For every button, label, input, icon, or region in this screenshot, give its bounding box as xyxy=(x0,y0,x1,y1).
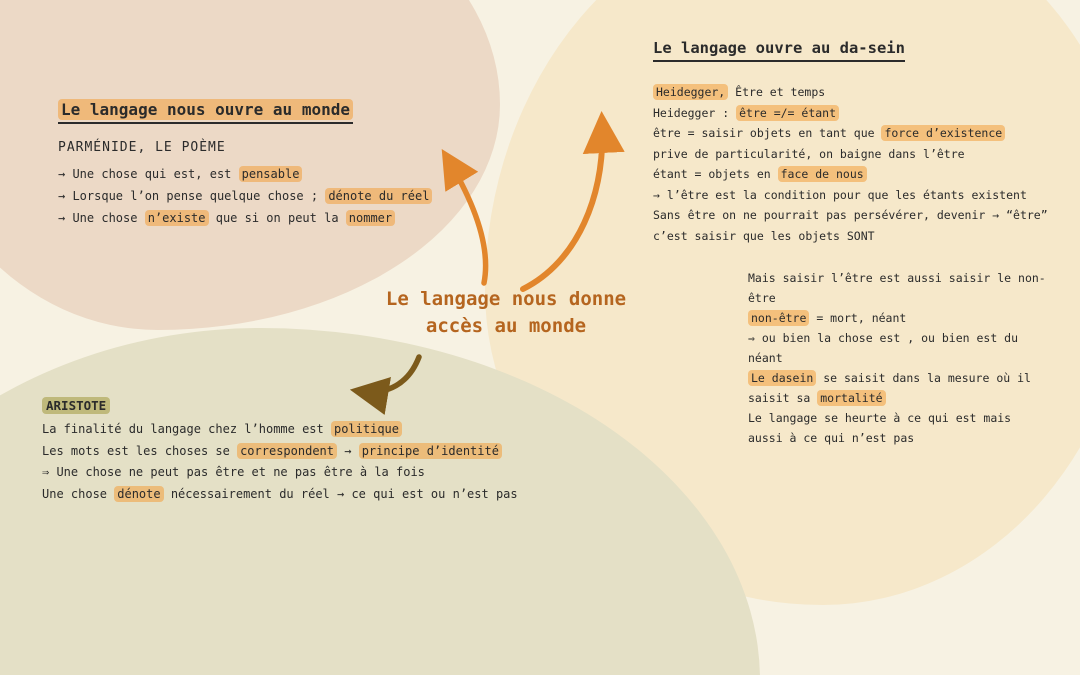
note-line: Sans être on ne pourrait pas persévérer,… xyxy=(653,208,1048,222)
note-line: Mais saisir l’être est aussi saisir le n… xyxy=(748,271,1046,285)
note-line: Une chose dénote nécessairement du réel … xyxy=(42,485,518,502)
note-line: → Une chose n’existe que si on peut la n… xyxy=(58,207,488,229)
note-line: non-être = mort, néant xyxy=(748,308,1068,328)
note-line: Le dasein se saisit dans la mesure où il xyxy=(748,368,1068,388)
heidegger-sub-notes: Mais saisir l’être est aussi saisir le n… xyxy=(748,268,1068,448)
note-line: c’est saisir que les objets SONT xyxy=(653,228,875,243)
note-line: Les mots est les choses se correspondent… xyxy=(42,441,622,463)
note-line: → l’être est la condition pour que les é… xyxy=(653,187,1027,202)
note-line: La finalité du langage chez l’homme est … xyxy=(42,419,622,441)
section-title-parmenide: Le langage nous ouvre au monde xyxy=(58,99,353,124)
note-line: étant = objets en face de nous xyxy=(653,164,1077,185)
aristote-notes: La finalité du langage chez l’homme est … xyxy=(42,419,622,505)
parmenide-notes: → Une chose qui est, est pensable→ Lorsq… xyxy=(58,163,488,229)
note-line: → Lorsque l’on pense quelque chose ; dén… xyxy=(58,185,488,207)
section-title-heidegger: Le langage ouvre au da-sein xyxy=(653,39,905,62)
note-line: Le langage se heurte à ce qui est mais xyxy=(748,411,1012,425)
section-parmenide: Le langage nous ouvre au monde PARMÉNIDE… xyxy=(58,99,488,229)
note-line: Heidegger : être =/= étant xyxy=(653,103,1077,124)
section-heidegger: Le langage ouvre au da-sein Heidegger, Ê… xyxy=(653,38,1077,246)
note-line: néant xyxy=(748,351,783,365)
central-title: Le langage nous donne accès au monde xyxy=(368,286,644,340)
note-line: → Une chose qui est, est pensable xyxy=(58,163,488,185)
aristote-heading: ARISTOTE xyxy=(42,397,111,414)
note-line: prive de particularité, on baigne dans l… xyxy=(653,146,965,161)
note-line: saisit sa mortalité xyxy=(748,388,1068,408)
note-line: ⇒ ou bien la chose est , ou bien est du xyxy=(748,331,1019,345)
section-heidegger-sub-notes: Mais saisir l’être est aussi saisir le n… xyxy=(748,268,1068,448)
section-aristote: ARISTOTE La finalité du langage chez l’h… xyxy=(42,395,622,505)
note-line: Heidegger, Être et temps xyxy=(653,82,1077,103)
note-line: ⇒ Une chose ne peut pas être et ne pas ê… xyxy=(42,465,425,479)
note-line: aussi à ce qui n’est pas xyxy=(748,431,915,445)
central-title-line1: Le langage nous donne xyxy=(385,288,627,310)
parmenide-subtitle: PARMÉNIDE, LE POÈME xyxy=(58,140,226,155)
note-line: être = saisir objets en tant que force d… xyxy=(653,123,1077,144)
note-line: être xyxy=(748,291,776,305)
central-title-line2: accès au monde xyxy=(425,315,587,337)
